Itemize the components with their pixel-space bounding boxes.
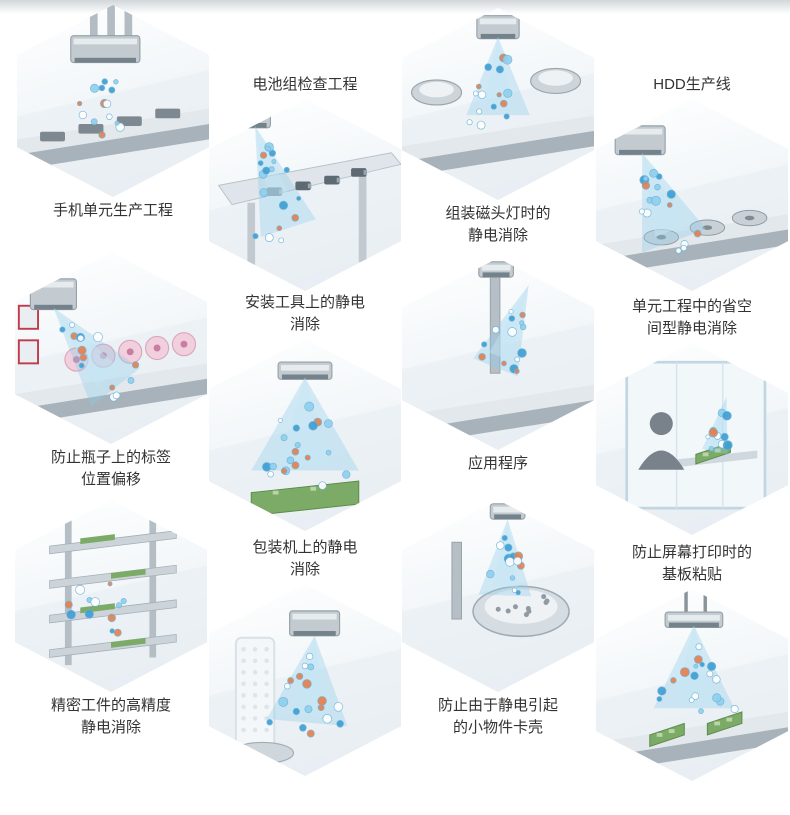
app-tile-packaging-machine-static[interactable]: 包装机上的静电 消除 — [207, 537, 403, 776]
label-packaging-machine-static: 包装机上的静电 消除 — [252, 539, 358, 578]
illustration-precision-workpiece-static — [15, 500, 207, 692]
label-hdd-production-line: HDD生产线 — [653, 76, 731, 93]
label-small-parts-jam-prevention: 防止由于静电引起 的小物件卡壳 — [437, 697, 558, 736]
app-tile-magnetic-head-assembly[interactable]: 组装磁头灯时的 静电消除 — [400, 8, 596, 247]
illustration-battery-pack-inspection — [209, 99, 401, 291]
illustration-magnetic-head-assembly — [402, 8, 594, 200]
illustration-mounting-tool-static — [209, 339, 401, 531]
label-mobile-phone-unit-production: 手机单元生产工程 — [52, 202, 173, 219]
illustration-packaging-machine-static — [209, 584, 401, 776]
illustration-application — [402, 258, 594, 450]
illustration-mobile-phone-unit-production — [17, 5, 209, 197]
app-tile-application[interactable]: 应用程序 — [400, 258, 596, 475]
app-tile-space-saving-static[interactable]: 单元工程中的省空 间型静电消除 — [594, 296, 790, 535]
illustration-hdd-production-line — [596, 99, 788, 291]
label-application: 应用程序 — [467, 455, 528, 472]
label-magnetic-head-assembly: 组装磁头灯时的 静电消除 — [445, 205, 551, 244]
app-tile-mounting-tool-static[interactable]: 安装工具上的静电 消除 — [207, 292, 403, 531]
app-tile-mobile-phone-unit-production[interactable]: 手机单元生产工程 — [15, 5, 211, 222]
label-precision-workpiece-static: 精密工件的高精度 静电消除 — [50, 697, 171, 736]
label-bottle-label-shift-prevention: 防止瓶子上的标签 位置偏移 — [50, 449, 171, 488]
app-tile-hdd-production-line[interactable]: HDD生产线 — [594, 74, 790, 291]
label-mounting-tool-static: 安装工具上的静电 消除 — [244, 294, 365, 333]
app-tile-battery-pack-inspection[interactable]: 电池组检查工程 — [207, 74, 403, 291]
illustration-space-saving-static — [596, 343, 788, 535]
label-screen-printing-board: 防止屏幕打印时的 基板粘贴 — [631, 544, 752, 583]
label-battery-pack-inspection: 电池组检查工程 — [252, 76, 358, 93]
app-tile-bottle-label-shift-prevention[interactable]: 防止瓶子上的标签 位置偏移 — [13, 252, 209, 491]
label-space-saving-static: 单元工程中的省空 间型静电消除 — [631, 298, 752, 337]
illustration-small-parts-jam-prevention — [402, 500, 594, 692]
app-tile-precision-workpiece-static[interactable]: 精密工件的高精度 静电消除 — [13, 500, 209, 739]
illustration-screen-printing-board — [596, 589, 788, 781]
app-tile-screen-printing-board[interactable]: 防止屏幕打印时的 基板粘贴 — [594, 542, 790, 781]
app-tile-small-parts-jam-prevention[interactable]: 防止由于静电引起 的小物件卡壳 — [400, 500, 596, 739]
illustration-bottle-label-shift-prevention — [15, 252, 207, 444]
